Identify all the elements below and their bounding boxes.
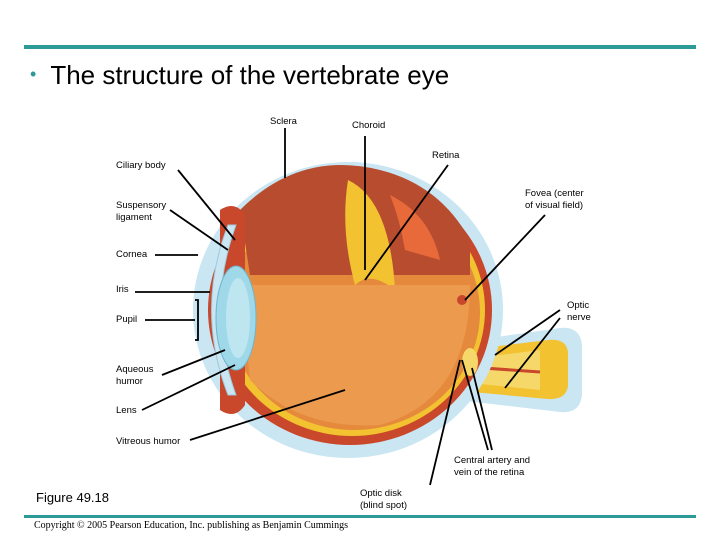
label-central-artery: Central artery and vein of the retina [454, 455, 530, 479]
label-sclera: Sclera [270, 116, 297, 128]
label-suspensory-ligament: Suspensory ligament [116, 200, 166, 224]
label-fovea-line1: Fovea (center [525, 188, 584, 200]
label-vitreous-humor: Vitreous humor [116, 436, 180, 448]
line-ciliary [178, 170, 235, 240]
label-cornea: Cornea [116, 249, 147, 261]
label-central-line1: Central artery and [454, 455, 530, 467]
label-suspensory-line2: ligament [116, 212, 166, 224]
optic-disk [462, 348, 478, 376]
label-optic-disk-line2: (blind spot) [360, 500, 407, 512]
label-iris: Iris [116, 284, 129, 296]
label-suspensory-line1: Suspensory [116, 200, 166, 212]
label-fovea: Fovea (center of visual field) [525, 188, 584, 212]
label-optic-disk-line1: Optic disk [360, 488, 407, 500]
label-choroid: Choroid [352, 120, 385, 132]
label-pupil: Pupil [116, 314, 137, 326]
label-ciliary-body: Ciliary body [116, 160, 166, 172]
label-lens: Lens [116, 405, 137, 417]
label-aqueous-line1: Aqueous [116, 364, 154, 376]
label-fovea-line2: of visual field) [525, 200, 584, 212]
label-optic-nerve: Optic nerve [567, 300, 591, 324]
label-aqueous-humor: Aqueous humor [116, 364, 154, 388]
label-aqueous-line2: humor [116, 376, 154, 388]
line-pupil [145, 300, 198, 340]
label-optic-line2: nerve [567, 312, 591, 324]
figure-label: Figure 49.18 [36, 490, 109, 505]
copyright-notice: Copyright © 2005 Pearson Education, Inc.… [34, 520, 348, 531]
label-optic-disk: Optic disk (blind spot) [360, 488, 407, 512]
label-retina: Retina [432, 150, 459, 162]
lens-inner [226, 278, 250, 358]
bottom-rule [24, 515, 696, 518]
label-central-line2: vein of the retina [454, 467, 530, 479]
label-optic-line1: Optic [567, 300, 591, 312]
